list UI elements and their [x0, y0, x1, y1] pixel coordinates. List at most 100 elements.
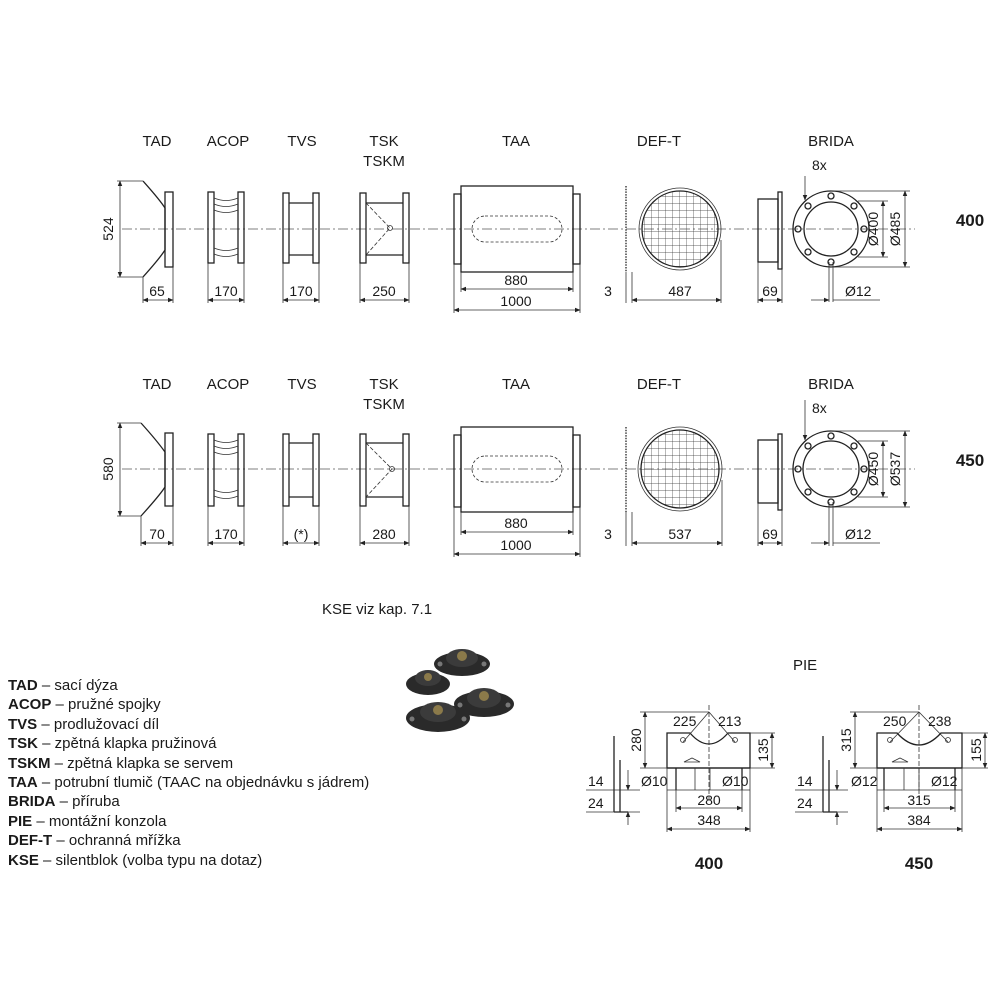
tad-length-dim: 70 — [149, 526, 165, 542]
brida-outer-dia: Ø537 — [887, 452, 903, 486]
pie-side: 155 — [968, 738, 984, 762]
deft-grille: 3 537 — [604, 426, 723, 546]
pie-side: 135 — [755, 738, 771, 762]
legend-item: KSE – silentblok (volba typu na dotaz) — [8, 851, 428, 870]
taa-inner-dim: 880 — [504, 515, 528, 531]
deft-grille: 3 487 — [604, 186, 722, 303]
header-acop: ACOP — [207, 376, 250, 393]
legend-text: – pružné spojky — [51, 696, 161, 714]
legend-code: BRIDA — [8, 793, 56, 811]
pie-title: PIE — [793, 657, 818, 674]
row-400: TAD ACOP TVS TSK TSKM TAA DEF-T BRIDA 52… — [100, 133, 984, 313]
legend-code: TSK — [8, 735, 38, 753]
bolt-count-label: 8x — [812, 157, 827, 173]
legend-item: TSK – zpětná klapka pružinová — [8, 734, 428, 753]
row-450: TAD ACOP TVS TSK TSKM TAA DEF-T BRIDA 58… — [100, 376, 984, 557]
taa-total-dim: 1000 — [500, 293, 531, 309]
tsk-length-dim: 250 — [372, 283, 396, 299]
pie-bracket-450: 14 24 250 238 315 155 Ø12 Ø12 315 — [795, 705, 988, 873]
legend: TAD – sací dýza ACOP – pružné spojky TVS… — [8, 676, 428, 870]
legend-text: – zpětná klapka pružinová — [38, 735, 217, 753]
pie-width: 348 — [697, 812, 721, 828]
legend-code: TVS — [8, 715, 38, 733]
bolt-count-label: 8x — [812, 400, 827, 416]
legend-code: ACOP — [8, 696, 52, 714]
legend-item: TAA – potrubní tlumič (TAAC na objednávk… — [8, 773, 428, 792]
tsk-damper: 250 — [359, 192, 410, 303]
pie-hole-left: Ø12 — [851, 773, 878, 789]
pie-size-label: 400 — [695, 854, 723, 873]
pie-height: 315 — [838, 728, 854, 752]
pie-width: 384 — [907, 812, 931, 828]
taa-silencer: 880 1000 — [453, 185, 581, 313]
legend-item: TVS – prodlužovací díl — [8, 715, 428, 734]
legend-text: – příruba — [55, 793, 120, 811]
legend-item: BRIDA – příruba — [8, 792, 428, 811]
acop-length-dim: 170 — [214, 526, 238, 542]
header-tad: TAD — [143, 133, 172, 150]
legend-code: KSE — [8, 851, 39, 869]
pie-angle-right: 213 — [718, 713, 742, 729]
tad-length-dim: 65 — [149, 283, 165, 299]
size-label-400: 400 — [956, 211, 984, 230]
brida-width-dim: 69 — [762, 283, 778, 299]
deft-diameter-dim: 487 — [668, 283, 692, 299]
tad-height-dim: 524 — [100, 217, 116, 241]
pie-hole-left: Ø10 — [641, 773, 668, 789]
brida-inner-dia: Ø400 — [865, 212, 881, 246]
legend-text: – sací dýza — [37, 677, 118, 694]
tad-nozzle: 524 65 — [100, 180, 174, 303]
header-acop: ACOP — [207, 133, 250, 150]
header-tskm: TSKM — [363, 153, 405, 170]
legend-text: – montážní konzola — [32, 812, 167, 830]
tsk-damper: 280 — [359, 433, 410, 546]
pie-h14: 14 — [588, 773, 604, 789]
legend-item: TSKM – zpětná klapka se servem — [8, 754, 428, 773]
acop-connector: 170 — [207, 191, 245, 303]
brida-front-view: 8x Ø450 Ø537 Ø12 — [792, 400, 910, 546]
legend-code: PIE — [8, 812, 33, 830]
tvs-length-dim: 170 — [289, 283, 313, 299]
legend-text: – silentblok (volba typu na dotaz) — [38, 851, 263, 869]
legend-code: TAA — [8, 774, 38, 792]
header-taa: TAA — [502, 376, 530, 393]
legend-text: – prodlužovací díl — [37, 715, 159, 733]
header-tsk: TSK — [369, 376, 398, 393]
brida-front-view: 8x Ø400 Ø485 Ø12 — [792, 157, 910, 303]
kse-reference-note: KSE viz kap. 7.1 — [322, 601, 433, 618]
pie-size-label: 450 — [905, 854, 933, 873]
brida-inner-dia: Ø450 — [865, 452, 881, 486]
header-tvs: TVS — [287, 133, 316, 150]
pie-hole-right: Ø12 — [931, 773, 958, 789]
brida-side-view: 69 — [757, 191, 783, 303]
header-brida: BRIDA — [808, 376, 854, 393]
legend-item: ACOP – pružné spojky — [8, 695, 428, 714]
pie-h14: 14 — [797, 773, 813, 789]
legend-code: TSKM — [8, 754, 51, 772]
tad-nozzle: 580 70 — [100, 422, 174, 546]
legend-item: PIE – montážní konzola — [8, 812, 428, 831]
header-tsk: TSK — [369, 133, 398, 150]
pie-spacing: 280 — [697, 792, 721, 808]
deft-diameter-dim: 537 — [668, 526, 692, 542]
bolt-dia-dim: Ø12 — [845, 526, 872, 542]
header-tvs: TVS — [287, 376, 316, 393]
brida-outer-dia: Ø485 — [887, 212, 903, 246]
pie-h24: 24 — [797, 795, 813, 811]
kse-silentblock-image — [406, 649, 514, 732]
pie-height: 280 — [628, 728, 644, 752]
acop-length-dim: 170 — [214, 283, 238, 299]
legend-text: – zpětná klapka se servem — [50, 754, 234, 772]
size-label-450: 450 — [956, 451, 984, 470]
header-tad: TAD — [143, 376, 172, 393]
tvs-extension: (*) — [282, 433, 320, 546]
pie-spacing: 315 — [907, 792, 931, 808]
legend-text: – potrubní tlumič (TAAC na objednávku s … — [37, 774, 370, 792]
brida-side-view: 69 — [757, 433, 783, 546]
taa-inner-dim: 880 — [504, 272, 528, 288]
tsk-length-dim: 280 — [372, 526, 396, 542]
legend-item: DEF-T – ochranná mřížka — [8, 831, 428, 850]
tad-height-dim: 580 — [100, 457, 116, 481]
pie-hole-right: Ø10 — [722, 773, 749, 789]
